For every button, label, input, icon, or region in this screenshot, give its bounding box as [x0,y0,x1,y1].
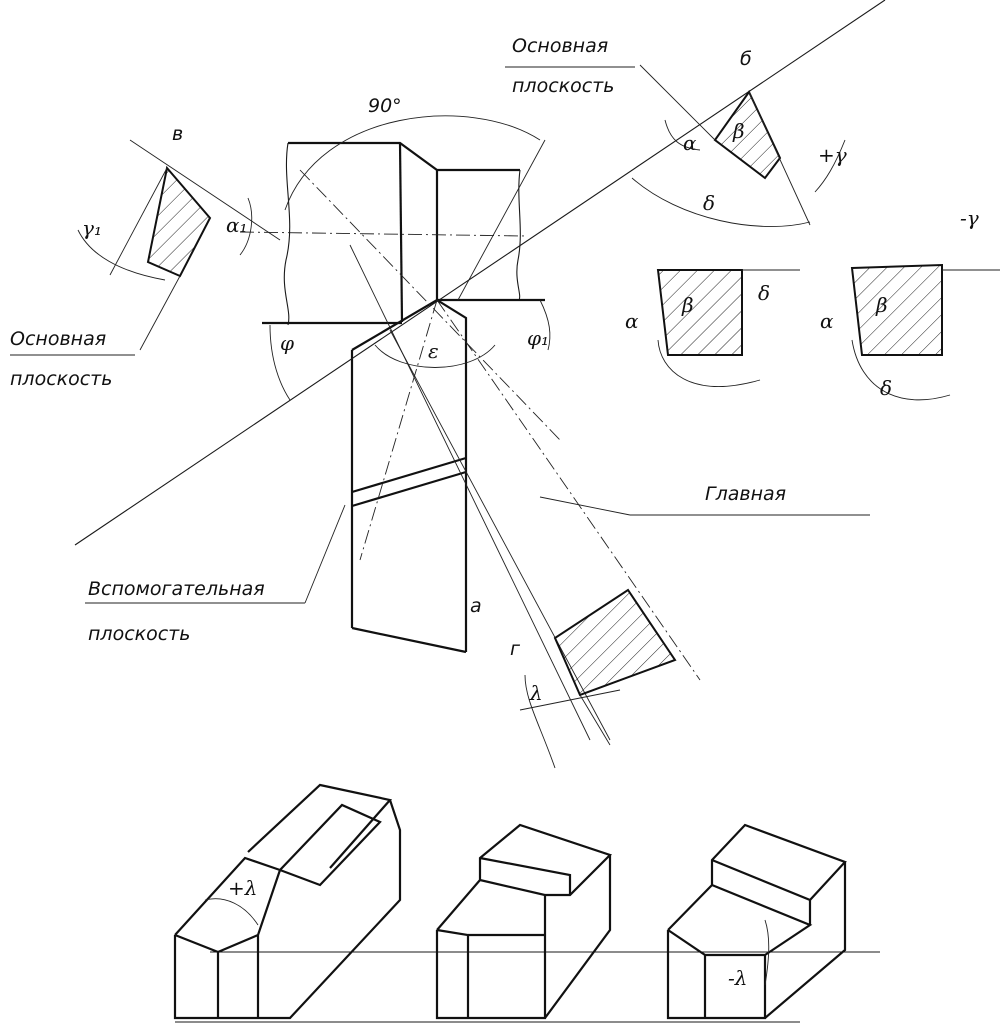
label-basic-left-2: плоскость [10,368,112,390]
label-basic-top-1: Основная [512,35,608,57]
label-lambda: λ [529,681,543,705]
arc-phi1 [539,299,551,351]
ninety-line [457,139,546,301]
section-g [519,588,677,769]
tool-3-arc [764,919,770,986]
label-view-v: в [172,123,183,145]
section-g-ext [579,694,611,746]
section-b-leader [639,64,716,141]
label-alpha-sq2: α [820,309,834,333]
section-b-gamma-arc [814,139,846,193]
section-g-hatch [553,588,677,697]
section-b-alpha-arc [664,119,701,151]
label-alpha-b: α [683,131,697,155]
isometric-tools [173,783,880,1023]
leader-lines [10,66,870,604]
label-aux-1: Вспомогательная [88,578,265,600]
label-delta-sq2: δ [880,376,892,400]
center-line-diag [299,169,561,441]
shank-top-edge [288,141,520,172]
shank-break-left [283,142,291,326]
label-plus-lambda: +λ [228,876,257,900]
tool-1-arc [204,898,259,926]
basic-plane-line [74,0,886,546]
square-section-1 [656,269,743,356]
main-trace [436,299,701,681]
section-v [77,139,281,351]
label-phi: φ [280,331,294,355]
aux-trace [359,299,438,561]
tool-3-outline [666,823,847,1020]
labels: Основная плоскость Основная плоскость Гл… [10,35,979,990]
section-v-gamma-arc [77,229,166,281]
section-v-leader [139,275,181,351]
section-b-ext [748,91,811,226]
section-v-ext [109,167,168,276]
groove-line-2 [351,470,467,508]
label-point-a: а [470,595,482,617]
section-b-hatch [713,90,782,180]
shank-break-right [516,169,521,301]
label-epsilon: ε [428,339,439,363]
label-beta-b: β [732,119,745,143]
section-v-hatch [146,165,212,278]
square1-delta-arc [657,339,761,387]
section-b-delta-arc [631,177,811,227]
label-view-b: б [740,48,752,70]
cutter-top-view [74,0,886,741]
tool-1-outline [173,783,402,1020]
section-g-lambda-arc [524,674,556,769]
square2-delta-arc [851,339,951,401]
label-delta-b: δ [703,191,715,215]
label-minus-gamma: -γ [960,206,979,230]
label-delta-sq1: δ [758,281,770,305]
label-gamma1: γ₁ [82,216,102,240]
section-v-alpha-arc [239,197,253,256]
label-basic-top-2: плоскость [512,75,614,97]
leader-aux-2 [304,504,346,604]
tool-2-outline [435,823,613,1020]
label-beta-sq2: β [875,293,888,317]
center-line-h [239,231,526,237]
arc-90 [284,115,541,211]
label-aux-2: плоскость [88,623,190,645]
section-v-base [129,139,281,241]
label-phi1: φ₁ [527,326,549,350]
label-basic-left-1: Основная [10,328,106,350]
label-90: 90° [368,95,402,117]
label-minus-lambda: -λ [728,966,747,990]
shank-line-1 [398,142,404,323]
section-g-ref [519,689,621,711]
section-line-1 [349,244,591,741]
label-view-g: г [510,638,521,660]
label-plus-gamma: +γ [818,143,847,167]
label-main-plane: Главная [705,483,786,505]
label-beta-sq1: β [681,293,694,317]
arc-epsilon [374,344,496,368]
arc-phi [269,324,291,401]
section-b [631,64,846,227]
groove-line-1 [351,456,467,494]
square-section-2 [850,263,943,356]
section-squares [656,263,1000,401]
label-alpha-sq1: α [625,309,639,333]
label-alpha1: α₁ [226,213,248,237]
head-bottom [351,626,467,654]
leader-main-1 [539,496,631,516]
